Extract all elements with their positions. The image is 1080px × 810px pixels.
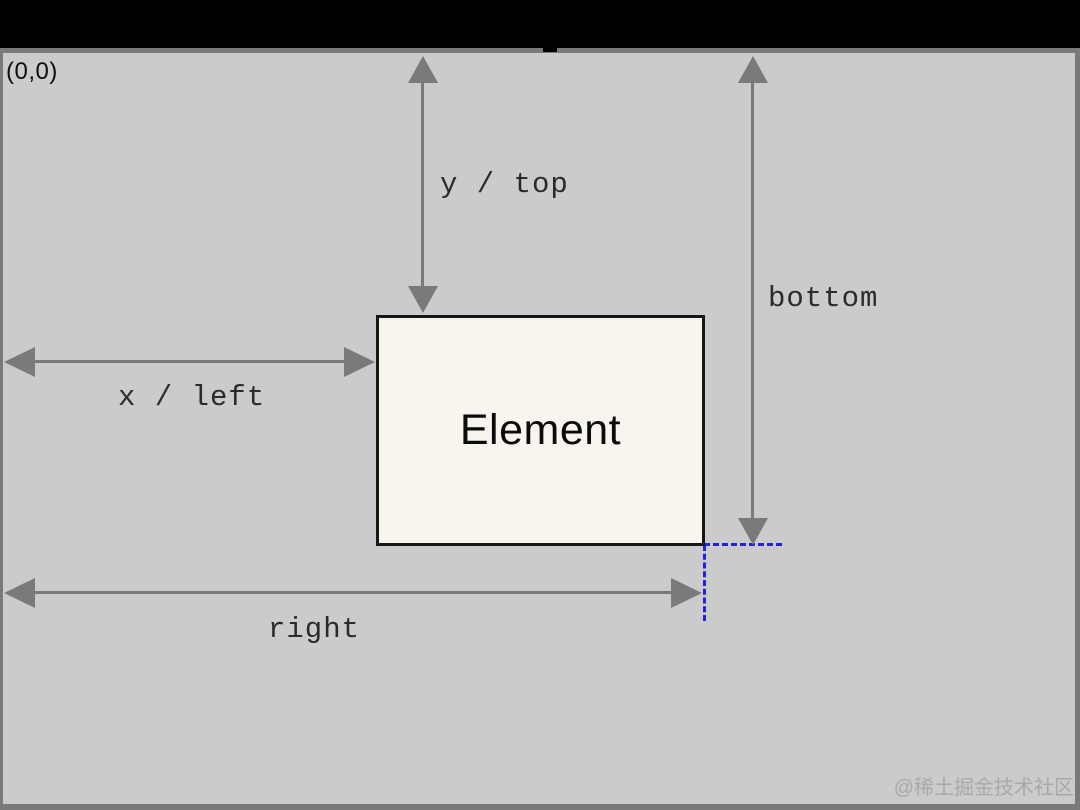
origin-label: (0,0) (6, 58, 58, 85)
x-left-label: x / left (118, 381, 266, 414)
right-label: right (268, 613, 361, 646)
y-top-label: y / top (440, 168, 569, 201)
arrow-right-icon (671, 578, 702, 608)
arrow-line (28, 360, 351, 363)
watermark: @稀土掘金技术社区 (893, 777, 1074, 799)
y-top-arrow (408, 56, 438, 313)
top-bar (0, 0, 1080, 48)
element-label: Element (459, 406, 622, 454)
right-arrow (4, 578, 702, 608)
arrow-down-icon (408, 286, 438, 313)
element-box: Element (376, 315, 705, 546)
x-left-arrow (4, 347, 375, 377)
arrow-line (421, 78, 424, 291)
arrow-line (28, 591, 678, 594)
arrow-right-icon (344, 347, 375, 377)
arrow-line (751, 78, 754, 523)
bottom-label: bottom (768, 282, 879, 315)
player-scrubber-notch (543, 42, 557, 52)
arrow-down-icon (738, 518, 768, 545)
bottom-arrow (738, 56, 768, 545)
guide-line-vertical (703, 545, 706, 621)
